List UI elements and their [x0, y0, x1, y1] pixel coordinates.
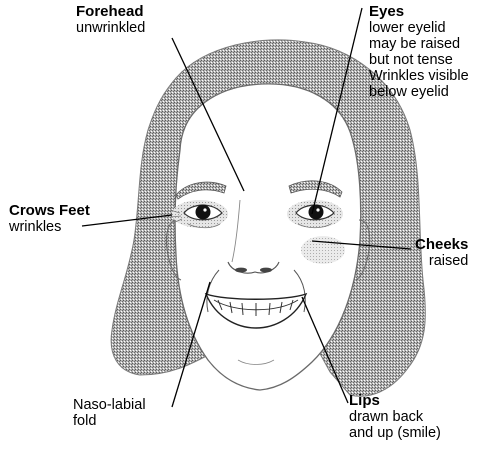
left-pupil-glint: [203, 208, 206, 211]
crows-feet-label: Crows Feet wrinkles: [9, 203, 90, 235]
cheeks-title: Cheeks: [415, 237, 468, 253]
lips-desc-line-2: and up (smile): [349, 425, 441, 441]
eyes-desc-line-2: may be raised: [369, 36, 469, 52]
lips-desc-line-1: drawn back: [349, 409, 441, 425]
cheeks-label: Cheeks raised: [415, 237, 468, 269]
crows-feet-title: Crows Feet: [9, 203, 90, 219]
right-cheek-shade: [301, 236, 345, 264]
forehead-desc-line-1: unwrinkled: [76, 20, 145, 36]
lips-label: Lips drawn back and up (smile): [349, 393, 441, 441]
naso-labial-desc-line-2: fold: [73, 413, 146, 429]
naso-labial-desc-line-1: Naso-labial: [73, 397, 146, 413]
eyes-title: Eyes: [369, 4, 469, 20]
right-iris: [309, 205, 324, 220]
eyes-desc-line-4: Wrinkles visible: [369, 68, 469, 84]
crows-feet-desc-line-1: wrinkles: [9, 219, 90, 235]
eyes-desc-line-5: below eyelid: [369, 84, 469, 100]
left-nostril: [235, 268, 247, 273]
forehead-title: Forehead: [76, 4, 145, 20]
cheeks-desc-line-1: raised: [415, 253, 468, 269]
eyes-desc-line-3: but not tense: [369, 52, 469, 68]
eyes-label: Eyes lower eyelid may be raised but not …: [369, 4, 469, 100]
lips-title: Lips: [349, 393, 441, 409]
left-iris: [196, 205, 211, 220]
right-pupil-glint: [316, 208, 319, 211]
forehead-label: Forehead unwrinkled: [76, 4, 145, 36]
eyes-desc-line-1: lower eyelid: [369, 20, 469, 36]
naso-labial-label: Naso-labial fold: [73, 397, 146, 429]
right-nostril: [260, 268, 272, 273]
